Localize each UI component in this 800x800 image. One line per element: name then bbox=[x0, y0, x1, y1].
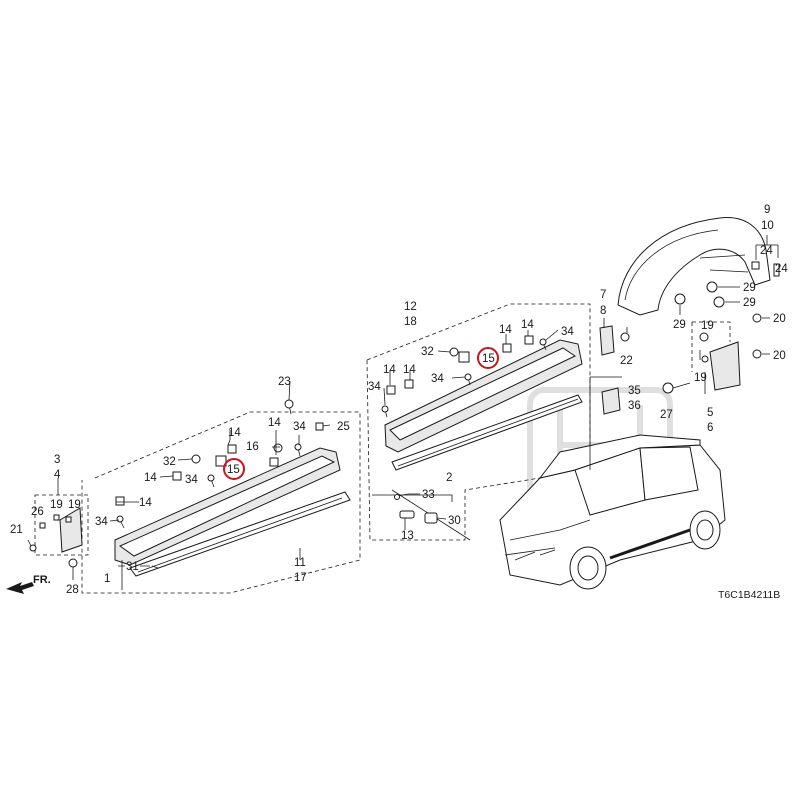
callout-7[interactable]: 7 bbox=[600, 289, 606, 301]
callout-14[interactable]: 14 bbox=[499, 324, 512, 336]
highlight-circle-part-15-rear bbox=[477, 347, 499, 369]
callout-34[interactable]: 34 bbox=[293, 421, 306, 433]
callout-14[interactable]: 14 bbox=[228, 427, 241, 439]
screw-icon[interactable] bbox=[381, 338, 547, 418]
screw-icon[interactable] bbox=[116, 399, 302, 569]
rear-fender-liner[interactable] bbox=[617, 217, 771, 316]
callout-24[interactable]: 24 bbox=[760, 245, 773, 257]
callout-4[interactable]: 4 bbox=[54, 469, 61, 481]
clip-icon[interactable] bbox=[674, 261, 780, 308]
callout-19[interactable]: 19 bbox=[68, 499, 81, 511]
highlight-circle-part-15-front bbox=[223, 458, 245, 480]
callout-30[interactable]: 30 bbox=[448, 515, 461, 527]
callout-19[interactable]: 19 bbox=[701, 320, 714, 332]
diagram-code: T6C1B4211B bbox=[718, 589, 780, 601]
callout-34[interactable]: 34 bbox=[95, 516, 108, 528]
callout-16[interactable]: 16 bbox=[246, 441, 259, 453]
callout-26[interactable]: 26 bbox=[31, 506, 44, 518]
callout-14[interactable]: 14 bbox=[383, 364, 396, 376]
callout-12[interactable]: 12 bbox=[404, 301, 417, 313]
callout-31[interactable]: 31 bbox=[126, 561, 139, 573]
callout-21[interactable]: 21 bbox=[10, 524, 23, 536]
callout-19[interactable]: 19 bbox=[694, 372, 707, 384]
front-direction-label: FR. bbox=[33, 574, 51, 586]
callout-2[interactable]: 2 bbox=[446, 472, 452, 484]
bracket-icon[interactable] bbox=[599, 325, 621, 415]
callout-19[interactable]: 19 bbox=[50, 499, 63, 511]
mud-guard-front[interactable] bbox=[59, 507, 83, 553]
callout-20[interactable]: 20 bbox=[773, 313, 786, 325]
callout-17[interactable]: 17 bbox=[294, 572, 307, 584]
right-assembly-dashed-box bbox=[366, 303, 591, 541]
callout-34[interactable]: 34 bbox=[185, 474, 198, 486]
callout-14[interactable]: 14 bbox=[403, 364, 416, 376]
callout-18[interactable]: 18 bbox=[404, 316, 417, 328]
callout-27[interactable]: 27 bbox=[660, 409, 673, 421]
callout-28[interactable]: 28 bbox=[66, 584, 79, 596]
callout-32[interactable]: 32 bbox=[421, 346, 434, 358]
callout-13[interactable]: 13 bbox=[401, 530, 414, 542]
side-sill-garnish-front[interactable] bbox=[114, 447, 351, 577]
callout-11[interactable]: 11 bbox=[294, 557, 306, 569]
divider-line bbox=[372, 494, 453, 502]
callout-29[interactable]: 29 bbox=[673, 319, 686, 331]
callout-14[interactable]: 14 bbox=[139, 497, 152, 509]
fastener-icon[interactable] bbox=[394, 493, 438, 524]
callout-33[interactable]: 33 bbox=[422, 489, 435, 501]
callout-9[interactable]: 9 bbox=[764, 204, 770, 216]
left-assembly-dashed-box bbox=[81, 411, 361, 594]
callout-34[interactable]: 34 bbox=[368, 381, 381, 393]
screw-icon[interactable] bbox=[620, 313, 762, 394]
callout-14[interactable]: 14 bbox=[144, 472, 157, 484]
callout-5[interactable]: 5 bbox=[707, 407, 713, 419]
screw-icon[interactable] bbox=[29, 514, 78, 568]
callout-8[interactable]: 8 bbox=[600, 305, 606, 317]
callout-25[interactable]: 25 bbox=[337, 421, 350, 433]
mud-flap-rear[interactable] bbox=[709, 341, 741, 391]
callout-23[interactable]: 23 bbox=[278, 376, 291, 388]
callout-labels[interactable]: 1 2 3 4 5 6 7 8 9 10 11 12 13 14 14 14 1… bbox=[10, 204, 788, 596]
callout-22[interactable]: 22 bbox=[620, 355, 633, 367]
callout-1[interactable]: 1 bbox=[104, 573, 110, 585]
callout-34[interactable]: 34 bbox=[561, 326, 574, 338]
callout-29[interactable]: 29 bbox=[743, 297, 756, 309]
callout-36[interactable]: 36 bbox=[628, 400, 641, 412]
callout-24[interactable]: 24 bbox=[775, 263, 788, 275]
callout-29[interactable]: 29 bbox=[743, 282, 756, 294]
callout-14[interactable]: 14 bbox=[268, 417, 281, 429]
callout-15[interactable]: 15 bbox=[482, 353, 495, 365]
callout-15[interactable]: 15 bbox=[227, 464, 240, 476]
callout-10[interactable]: 10 bbox=[761, 220, 774, 232]
callout-3[interactable]: 3 bbox=[54, 454, 60, 466]
clip-icon[interactable] bbox=[115, 422, 324, 506]
clip-icon[interactable] bbox=[386, 335, 534, 395]
side-sill-garnish-rear[interactable] bbox=[384, 339, 583, 471]
callout-6[interactable]: 6 bbox=[707, 422, 713, 434]
callout-20[interactable]: 20 bbox=[773, 350, 786, 362]
callout-35[interactable]: 35 bbox=[628, 385, 641, 397]
callout-34[interactable]: 34 bbox=[431, 373, 444, 385]
front-direction-arrow-icon bbox=[6, 582, 34, 594]
vehicle-illustration bbox=[499, 434, 726, 590]
callout-32[interactable]: 32 bbox=[163, 456, 176, 468]
callout-14[interactable]: 14 bbox=[521, 319, 534, 331]
